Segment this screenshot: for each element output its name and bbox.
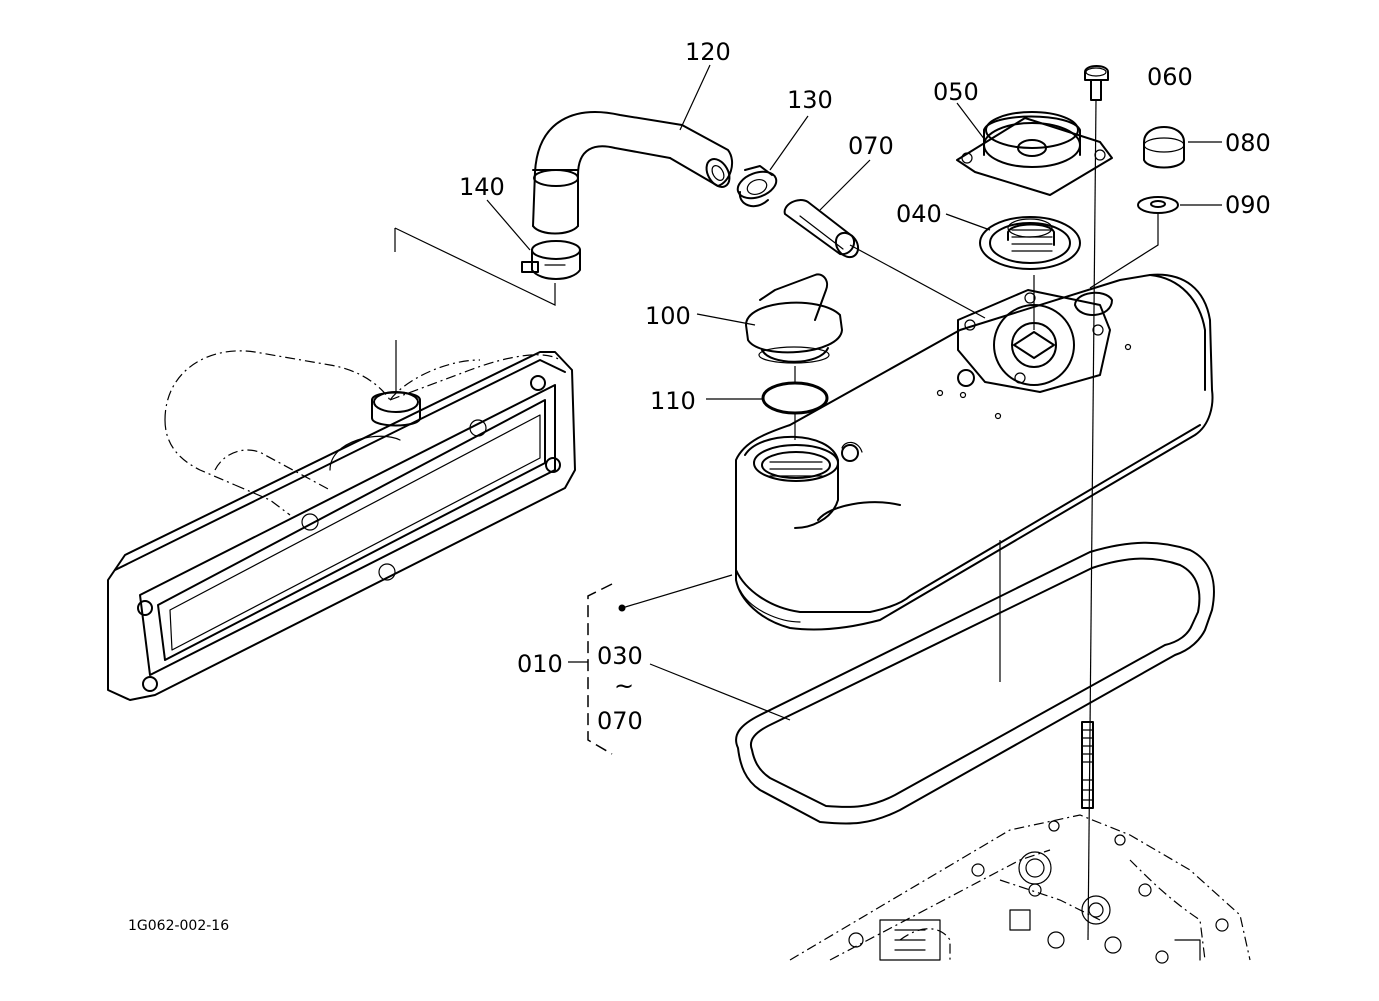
cap-nut-080 [1143, 126, 1185, 169]
stud-bolt [1081, 721, 1094, 809]
callout-100: 100 [645, 302, 691, 330]
callout-030: 030 [597, 642, 643, 670]
o-ring-110 [761, 381, 829, 415]
diaphragm-040 [979, 216, 1081, 270]
intake-manifold-background [107, 350, 576, 701]
callout-050: 050 [933, 78, 979, 106]
hose-clamp-130 [736, 165, 778, 208]
leader-lines [394, 64, 1222, 941]
washer-090 [1137, 196, 1179, 214]
drawing-reference-code: 1G062-002-16 [128, 918, 229, 934]
callout-range-tilde: ~ [614, 672, 634, 700]
breather-hose-120 [532, 111, 733, 235]
callout-130: 130 [787, 86, 833, 114]
cover-gasket-030 [735, 541, 1215, 825]
callout-140: 140 [459, 173, 505, 201]
oil-filler-cap-100 [745, 273, 843, 364]
callout-070: 070 [848, 132, 894, 160]
callout-040: 040 [896, 200, 942, 228]
hose-clamp-140 [521, 240, 581, 280]
assembly-bracket [587, 583, 626, 755]
cylinder-head-background [789, 814, 1251, 964]
callout-080: 080 [1225, 129, 1271, 157]
callout-060: 060 [1147, 63, 1193, 91]
callout-070-range-end: 070 [597, 707, 643, 735]
callout-120: 120 [685, 38, 731, 66]
callout-110: 110 [650, 387, 696, 415]
callout-090: 090 [1225, 191, 1271, 219]
rocker-cover-010 [735, 273, 1214, 631]
pipe-070 [783, 199, 860, 259]
screw-060 [1084, 65, 1109, 101]
breather-cover-050 [956, 111, 1113, 196]
callout-labels: 120 130 140 070 050 060 080 040 090 100 … [128, 38, 1271, 934]
callout-010: 010 [517, 650, 563, 678]
